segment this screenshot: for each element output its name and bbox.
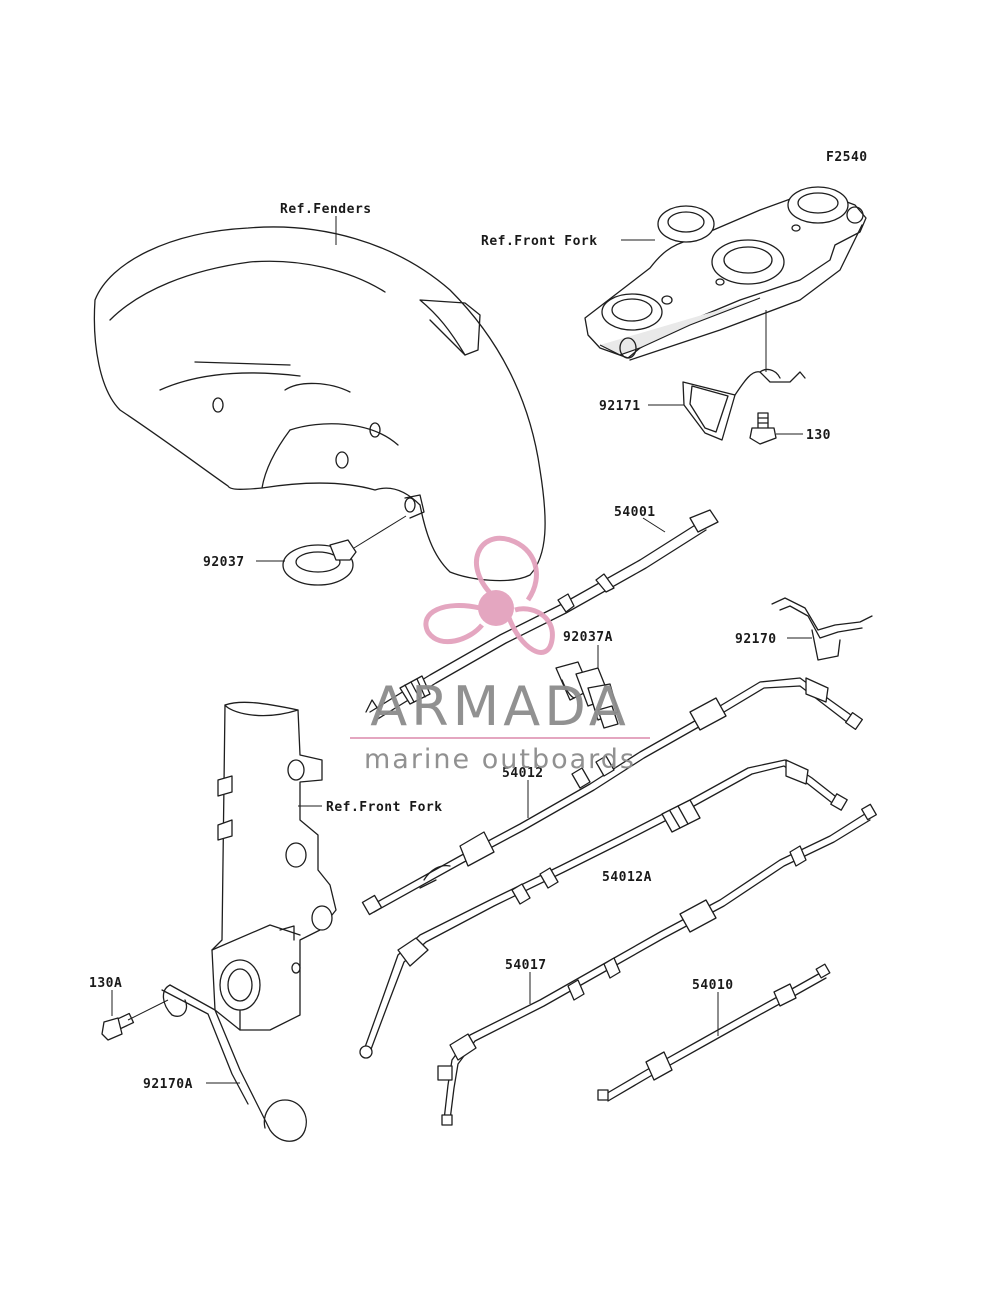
label-54012: 54012 [502,766,544,781]
label-130: 130 [806,428,831,443]
watermark-subtitle: marine outboards [364,744,636,775]
label-54010: 54010 [692,978,734,993]
part-92170-clip [771,597,873,661]
armada-watermark: ARMADA marine outboards [350,535,650,775]
cable-54012A [359,759,848,1059]
label-92171: 92171 [599,399,641,414]
label-92037: 92037 [203,555,245,570]
front-fork-tube [211,701,337,1031]
part-92170A-bracket [161,984,307,1142]
label-ref-front-fork-side: Ref.Front Fork [326,800,443,815]
cable-54012 [361,677,864,916]
steering-stem-clamp [584,186,867,361]
label-54001: 54001 [614,505,656,520]
part-92171-bracket [682,368,806,441]
label-54017: 54017 [505,958,547,973]
propeller-hub [478,590,514,626]
label-92037A: 92037A [563,630,613,645]
label-54012A: 54012A [602,870,652,885]
propeller-logo-icon [423,535,555,655]
cable-54010 [597,963,831,1102]
part-92037A-clamp [555,661,619,729]
cable-54017 [437,803,877,1126]
label-92170A: 92170A [143,1077,193,1092]
front-fender [93,226,546,582]
part-130A-bolt [101,999,169,1041]
label-ref-front-fork-top: Ref.Front Fork [481,234,598,249]
figure-code: F2540 [826,150,868,165]
label-92170: 92170 [735,632,777,647]
part-92037-grommet [282,515,407,586]
watermark-title: ARMADA [370,675,630,738]
label-130A: 130A [89,976,122,991]
part-130-bolt [749,412,777,445]
label-ref-fenders: Ref.Fenders [280,202,372,217]
cable-54001 [365,509,719,721]
